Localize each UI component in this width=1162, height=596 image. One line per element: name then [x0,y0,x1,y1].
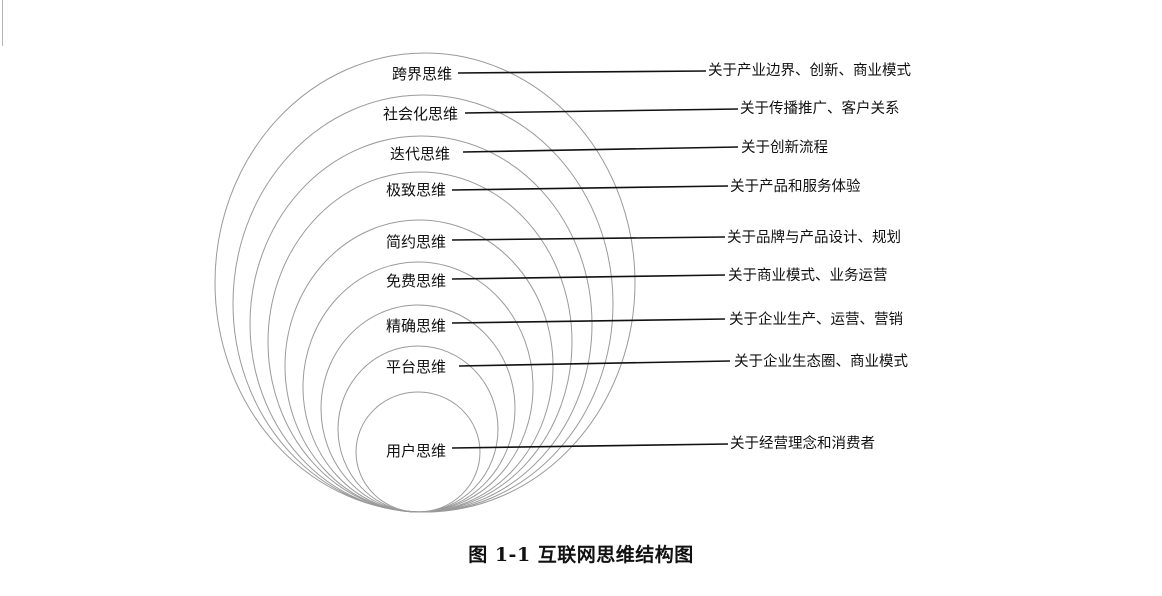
ring-4 [267,171,573,513]
thinking-label-1: 跨界思维 [392,65,452,83]
leader-line-5 [451,236,726,241]
leader-line-1 [457,70,707,74]
thinking-label-8: 平台思维 [386,358,446,376]
description-label-1: 关于产业边界、创新、商业模式 [708,62,911,79]
description-label-8: 关于企业生态圈、商业模式 [734,352,908,370]
leader-line-9 [451,443,729,449]
description-label-9: 关于经营理念和消费者 [730,434,875,452]
page-edge-marker [2,0,3,46]
description-label-3: 关于创新流程 [741,139,828,156]
thinking-label-2: 社会化思维 [383,105,458,123]
thinking-label-7: 精确思维 [386,317,446,335]
leader-line-2 [464,108,739,114]
description-labels: 关于产业边界、创新、商业模式关于传播推广、客户关系关于创新流程关于产品和服务体验… [708,62,911,452]
thinking-label-6: 免费思维 [386,272,446,290]
thinking-label-4: 极致思维 [386,181,446,199]
ring-7 [320,304,516,513]
description-label-2: 关于传播推广、客户关系 [740,100,900,117]
thinking-label-5: 简约思维 [386,233,446,251]
thinking-label-9: 用户思维 [386,442,446,460]
leader-line-6 [451,274,726,280]
leader-line-7 [451,318,726,324]
leader-line-3 [462,146,739,153]
description-label-5: 关于品牌与产品设计、规划 [727,229,901,246]
leader-lines [451,70,739,449]
nested-ellipses [214,52,636,513]
ring-6 [302,261,534,513]
description-label-6: 关于商业模式、业务运营 [728,267,888,284]
description-label-7: 关于企业生产、运营、营销 [729,310,903,328]
leader-line-8 [458,360,731,367]
figure-caption: 图 1-1 互联网思维结构图 [468,544,694,566]
ring-9 [355,391,481,513]
leader-line-4 [451,185,729,191]
description-label-4: 关于产品和服务体验 [730,178,861,195]
thinking-label-3: 迭代思维 [390,145,450,163]
